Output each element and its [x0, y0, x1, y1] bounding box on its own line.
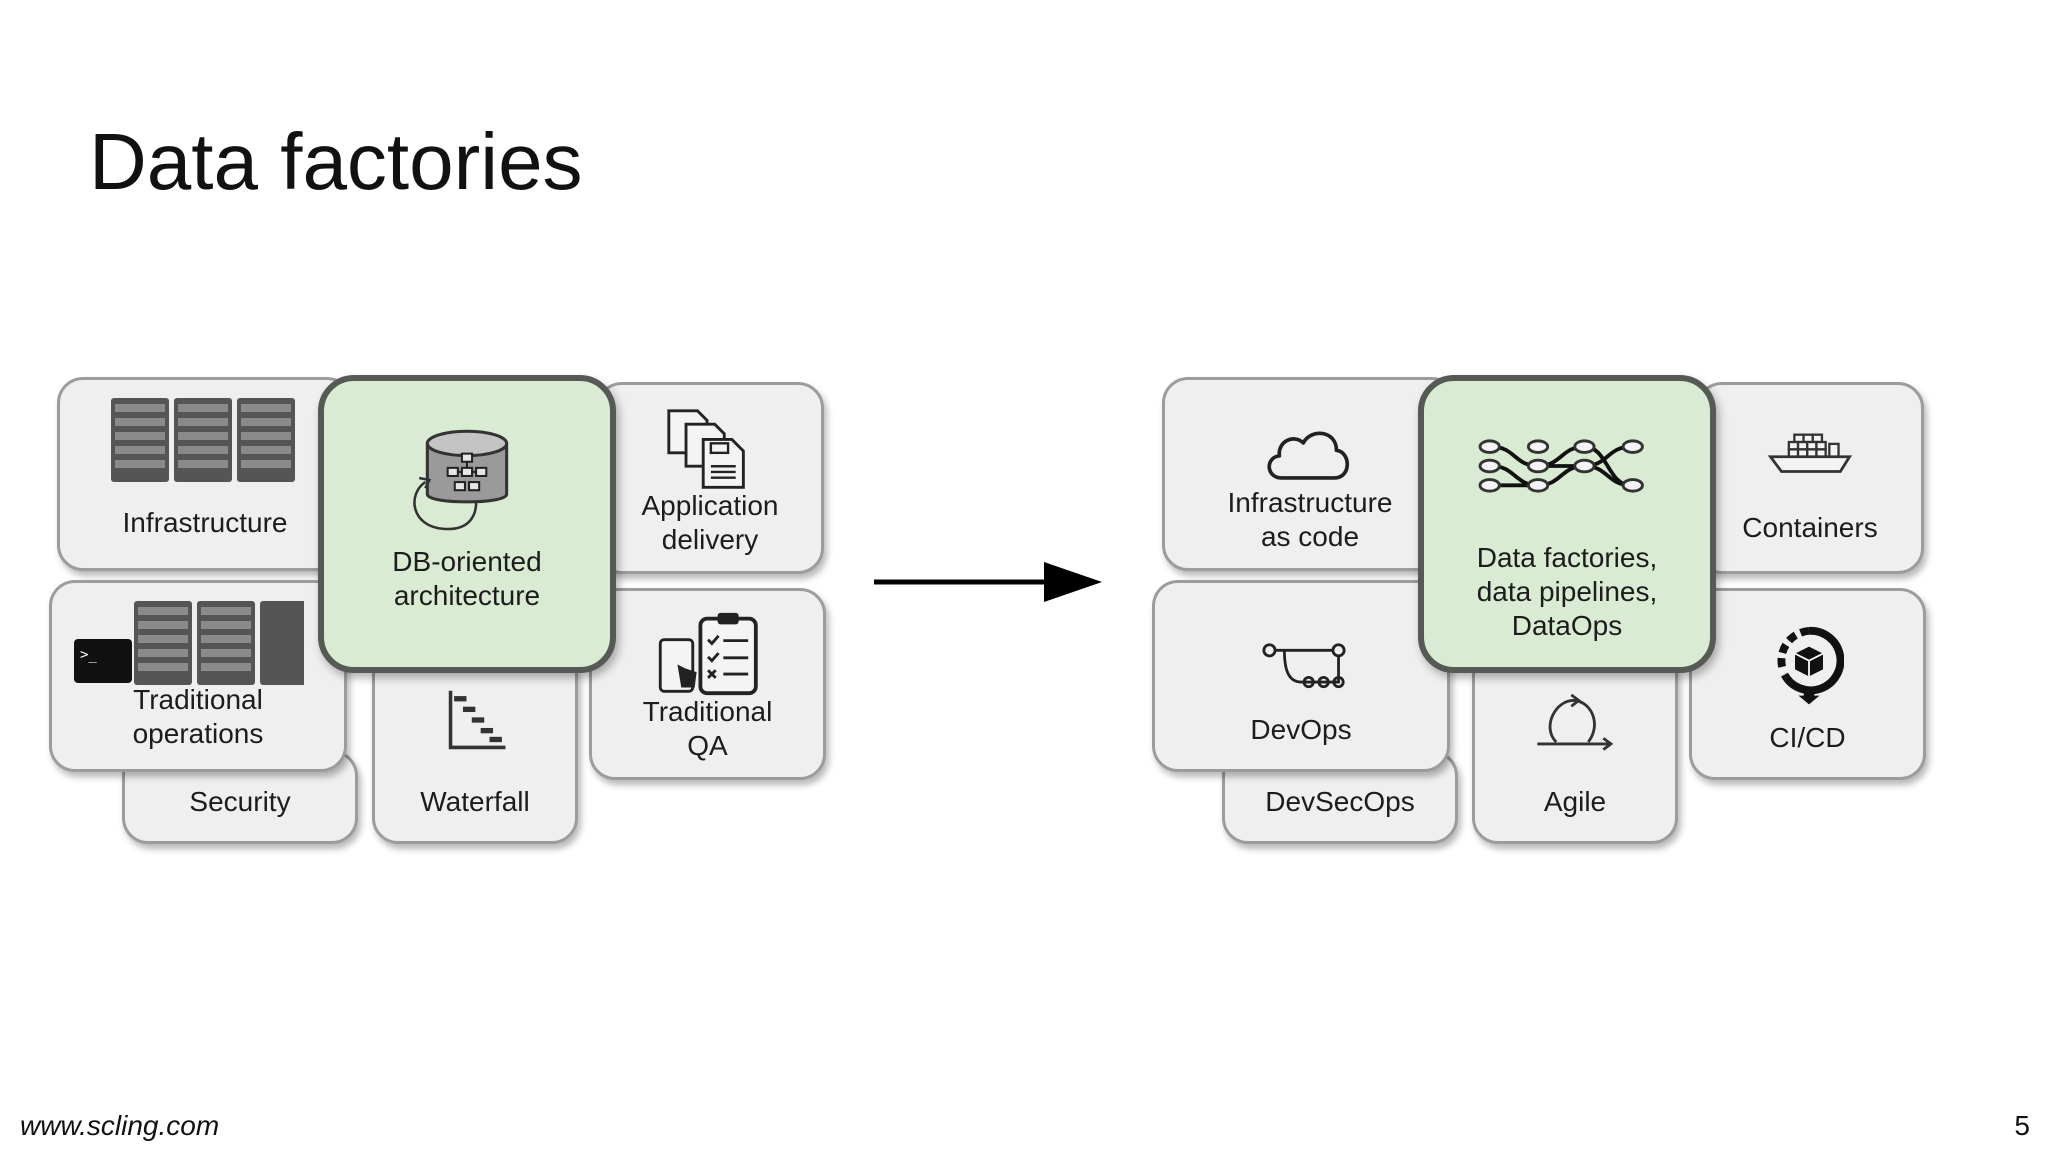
tile-label: Waterfall — [420, 786, 530, 817]
tile-label: Traditional QA — [642, 696, 773, 761]
tile-label: Infrastructure — [122, 507, 288, 538]
tile-label: Agile — [1543, 786, 1607, 817]
tile-agile: Agile — [1472, 650, 1678, 844]
container-ship-icon — [1767, 433, 1853, 473]
tile-db-oriented-architecture: DB-oriented architecture — [318, 375, 616, 673]
tile-label: DevOps — [1250, 714, 1352, 745]
tile-label: DB-oriented architecture — [392, 546, 542, 611]
pipeline-icon — [1262, 643, 1346, 689]
database-icon — [413, 429, 509, 531]
tile-label: Containers — [1742, 512, 1878, 543]
tile-containers: Containers — [1696, 382, 1924, 574]
cloud-icon — [1267, 431, 1350, 480]
footer-url: www.scling.com — [20, 1110, 220, 1141]
page-number: 5 — [2014, 1110, 2030, 1141]
transition-arrow — [874, 562, 1102, 602]
data-pipeline-graph-icon — [1478, 439, 1644, 493]
gantt-chart-icon — [448, 690, 506, 750]
tile-traditional-qa: Traditional QA — [589, 588, 826, 780]
cycle-arrow-icon — [1537, 693, 1614, 751]
tile-label: Traditional operations — [132, 684, 264, 749]
tile-waterfall: Waterfall — [372, 650, 578, 844]
slide-title: Data factories — [89, 117, 583, 206]
tile-label: CI/CD — [1769, 722, 1846, 753]
cicd-cube-icon — [1777, 626, 1844, 705]
tile-application-delivery: Application delivery — [596, 382, 824, 574]
tile-label: Application delivery — [641, 490, 779, 555]
tile-cicd: CI/CD — [1689, 588, 1926, 780]
server-terminal-icon: >_ — [74, 601, 304, 685]
floppy-disks-icon — [667, 409, 745, 489]
tile-label: DevSecOps — [1265, 786, 1415, 817]
svg-text:>_: >_ — [80, 647, 97, 663]
tile-label: Data factories, data pipelines, DataOps — [1476, 542, 1658, 641]
tile-label: Security — [189, 786, 291, 817]
tile-devops: DevOps — [1152, 580, 1450, 772]
tile-traditional-operations: >_ Traditional operations — [49, 580, 347, 772]
checklist-tablet-icon — [658, 612, 758, 696]
tile-infrastructure-as-code: Infrastructure as code — [1162, 377, 1458, 571]
tile-data-factories: Data factories, data pipelines, DataOps — [1418, 375, 1716, 673]
server-rack-icon — [111, 398, 295, 482]
tile-infrastructure: Infrastructure — [57, 377, 353, 571]
tile-label: Infrastructure as code — [1227, 487, 1393, 552]
